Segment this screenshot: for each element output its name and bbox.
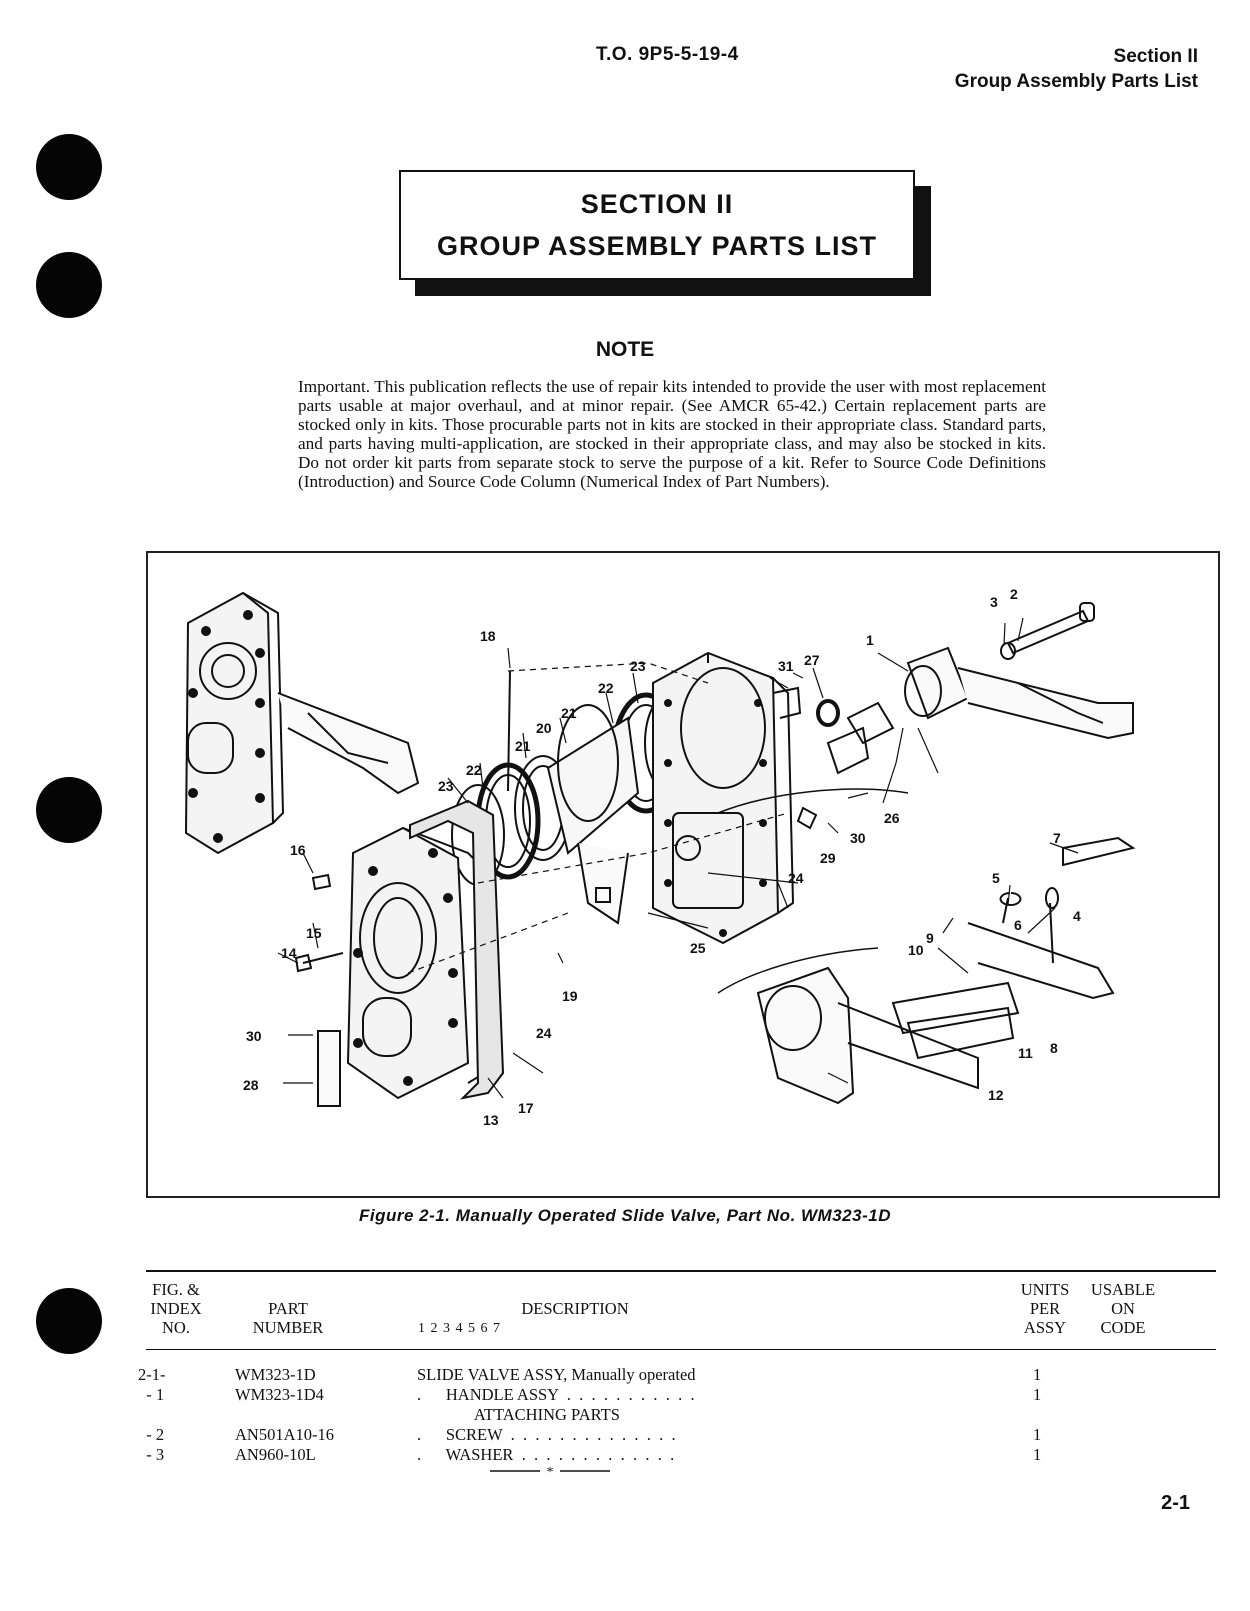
row-index: - 3: [138, 1445, 165, 1464]
callout-3: 3: [990, 594, 998, 610]
callout-6: 6: [1014, 917, 1022, 933]
callout-2: 2: [1010, 586, 1018, 602]
callout-27: 27: [804, 652, 820, 668]
drawing-parts: [184, 591, 1136, 1107]
col-header-fig-index: FIG. & INDEX NO.: [150, 1280, 202, 1337]
binder-hole: [36, 777, 102, 843]
callout-25: 25: [690, 940, 706, 956]
callout-18: 18: [480, 628, 496, 644]
note-text: Important. This publication reflects the…: [298, 377, 1046, 491]
callout-24b: 24: [788, 870, 804, 886]
callout-22b: 22: [598, 680, 614, 696]
row-units: 1: [1033, 1365, 1042, 1384]
row-index: 2-1-: [138, 1365, 166, 1384]
row-part-number: AN501A10-16: [235, 1425, 334, 1444]
callout-19: 19: [562, 988, 578, 1004]
section-title: Group Assembly Parts List: [954, 71, 1198, 92]
exploded-view-figure: 1 2 3 4 5 6 7 8 9 10 11 12 13 14 15 16 1…: [146, 551, 1220, 1198]
note-heading: NOTE: [595, 338, 655, 361]
callout-13: 13: [483, 1112, 499, 1128]
callout-31: 31: [778, 658, 794, 674]
col-header-part-number: PART NUMBER: [252, 1299, 324, 1337]
callout-16: 16: [290, 842, 306, 858]
title-line-2: GROUP ASSEMBLY PARTS LIST: [436, 231, 878, 261]
col-header-usable-on-code: USABLE ON CODE: [1090, 1280, 1156, 1337]
callout-1: 1: [866, 632, 874, 648]
callout-30b: 30: [850, 830, 866, 846]
callout-8: 8: [1050, 1040, 1058, 1056]
row-index: - 2: [138, 1425, 165, 1444]
row-description: . SCREW . . . . . . . . . . . . . .: [417, 1425, 676, 1444]
table-row: ATTACHING PARTS: [0, 1405, 1250, 1425]
binder-hole: [36, 134, 102, 200]
callout-22a: 22: [466, 762, 482, 778]
callout-26: 26: [884, 810, 900, 826]
row-index: - 1: [138, 1385, 165, 1404]
callout-10: 10: [908, 942, 924, 958]
figure-caption: Figure 2-1. Manually Operated Slide Valv…: [359, 1206, 891, 1225]
callout-14: 14: [281, 945, 297, 961]
row-units: 1: [1033, 1425, 1042, 1444]
callout-7: 7: [1053, 830, 1061, 846]
callout-21a: 21: [515, 738, 531, 754]
table-row: - 1 WM323-1D4 . HANDLE ASSY . . . . . . …: [0, 1385, 1250, 1405]
row-description: ATTACHING PARTS: [417, 1405, 620, 1424]
section-label: Section II: [1113, 46, 1198, 67]
callout-9: 9: [926, 930, 934, 946]
callout-4: 4: [1073, 908, 1081, 924]
table-row: - 2 AN501A10-16 . SCREW . . . . . . . . …: [0, 1425, 1250, 1445]
row-units: 1: [1033, 1445, 1042, 1464]
callout-17: 17: [518, 1100, 534, 1116]
section-header: Section II Group Assembly Parts List: [955, 44, 1198, 94]
page-number: 2-1: [1161, 1492, 1190, 1514]
row-description: . HANDLE ASSY . . . . . . . . . . .: [417, 1385, 695, 1404]
callout-12: 12: [988, 1087, 1004, 1103]
callout-24a: 24: [536, 1025, 552, 1041]
callout-28: 28: [243, 1077, 259, 1093]
binder-hole: [36, 1288, 102, 1354]
figure-callouts: 1 2 3 4 5 6 7 8 9 10 11 12 13 14 15 16 1…: [243, 586, 1081, 1128]
attaching-parts-end-mark: *: [490, 1465, 610, 1477]
row-part-number: AN960-10L: [235, 1445, 316, 1464]
col-header-description: DESCRIPTION: [521, 1299, 629, 1318]
title-line-1: SECTION II: [580, 189, 734, 219]
callout-15: 15: [306, 925, 322, 941]
col-header-units-per-assy: UNITS PER ASSY: [1020, 1280, 1070, 1337]
row-description: SLIDE VALVE ASSY, Manually operated: [417, 1365, 696, 1384]
row-part-number: WM323-1D: [235, 1365, 316, 1384]
table-top-rule: [146, 1270, 1216, 1272]
table-row: 2-1- WM323-1D SLIDE VALVE ASSY, Manually…: [0, 1365, 1250, 1385]
col-header-indent-levels: 1 2 3 4 5 6 7: [418, 1321, 501, 1336]
binder-hole: [36, 252, 102, 318]
slide-valve-illustration: 1 2 3 4 5 6 7 8 9 10 11 12 13 14 15 16 1…: [184, 586, 1136, 1128]
callout-23b: 23: [630, 658, 646, 674]
callout-30a: 30: [246, 1028, 262, 1044]
callout-21b: 21: [561, 705, 577, 721]
callout-11: 11: [1018, 1045, 1033, 1061]
row-units: 1: [1033, 1385, 1042, 1404]
callout-5: 5: [992, 870, 1000, 886]
to-number: T.O. 9P5-5-19-4: [596, 44, 739, 65]
table-row: - 3 AN960-10L . WASHER . . . . . . . . .…: [0, 1445, 1250, 1465]
table-header-rule: [146, 1349, 1216, 1350]
callout-29: 29: [820, 850, 836, 866]
svg-text:*: *: [547, 1465, 554, 1477]
callout-23a: 23: [438, 778, 454, 794]
callout-20: 20: [536, 720, 552, 736]
row-part-number: WM323-1D4: [235, 1385, 324, 1404]
row-description: . WASHER . . . . . . . . . . . . .: [417, 1445, 675, 1464]
section-title-box: SECTION II GROUP ASSEMBLY PARTS LIST: [399, 170, 915, 280]
